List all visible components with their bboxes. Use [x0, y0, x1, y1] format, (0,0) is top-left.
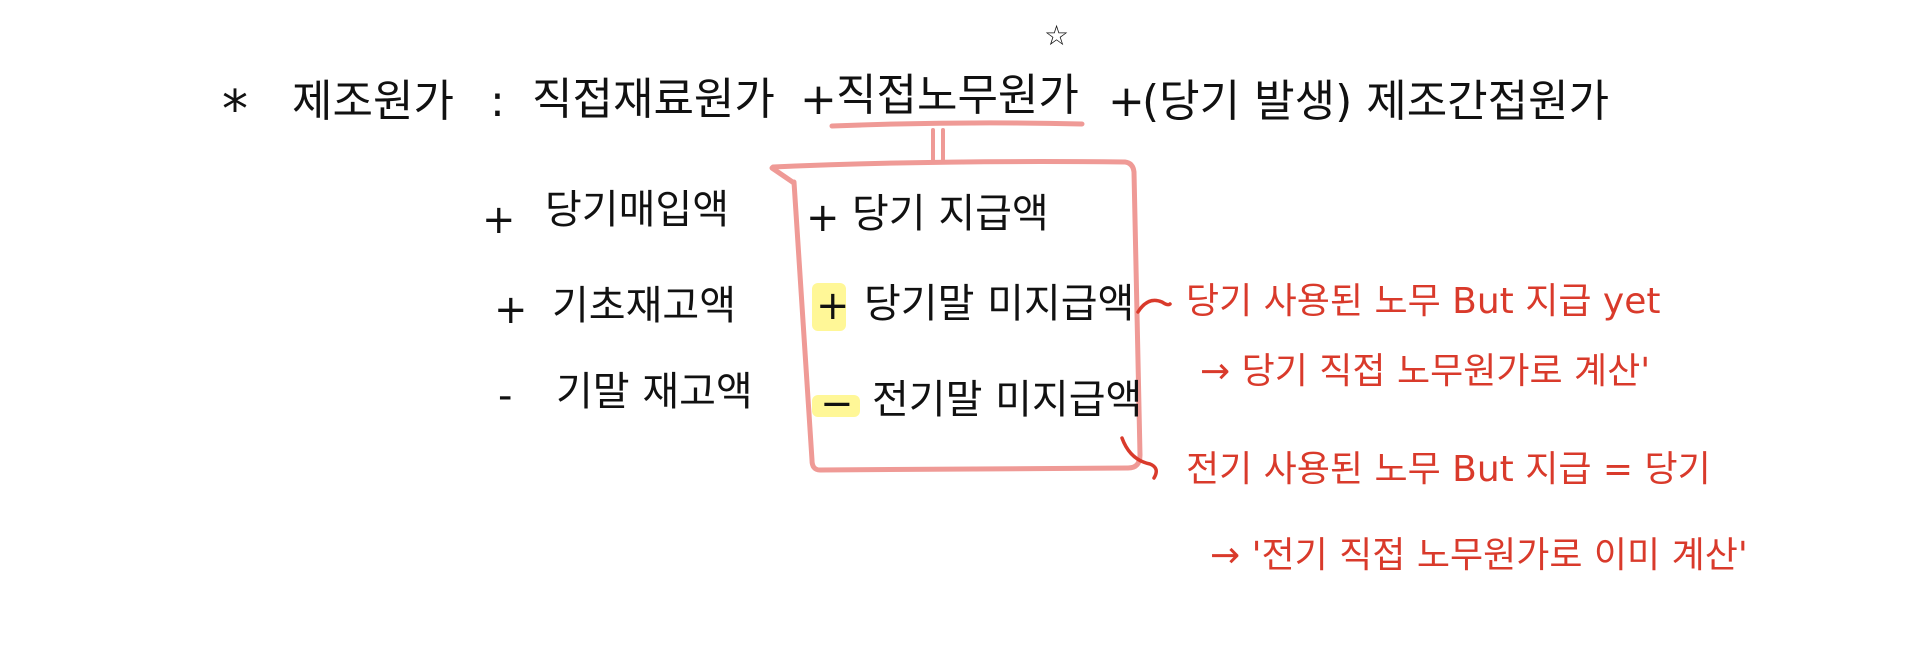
material-sign-2: +: [494, 287, 528, 333]
underline-labor-cost: [829, 120, 1085, 129]
labor-label-3: 전기말 미지급액: [872, 377, 1143, 423]
material-label-3: 기말 재고액: [556, 369, 753, 415]
formula-term-direct-labor: 직접노무원가: [836, 70, 1079, 121]
formula-plus-1: +: [800, 74, 837, 125]
highlight-plus: [812, 283, 846, 331]
material-sign-1: +: [482, 197, 516, 243]
labor-label-2: 당기말 미지급액: [864, 281, 1135, 327]
arrow-note2: [1120, 436, 1158, 480]
note-current-unpaid-line1: 당기 사용된 노무 But 지급 yet: [1186, 281, 1661, 322]
box-top-left: [769, 165, 797, 186]
star-mark: ☆: [1044, 19, 1070, 52]
labor-label-1: 당기 지급액: [852, 191, 1049, 237]
formula-plus-2: +: [1108, 76, 1145, 127]
connector-lines: [931, 128, 945, 162]
formula-term-overhead: (당기 발생) 제조간접원가: [1142, 76, 1610, 127]
formula-colon: :: [490, 76, 505, 127]
labor-breakdown-box: [770, 159, 1143, 473]
note-prior-unpaid-line1: 전기 사용된 노무 But 지급 = 당기: [1186, 449, 1711, 490]
formula-term-direct-material: 직접재료원가: [532, 74, 775, 125]
material-label-1: 당기매입액: [545, 187, 729, 233]
formula-lhs: 제조원가: [292, 76, 454, 127]
labor-sign-2: +: [816, 283, 850, 329]
labor-sign-1: +: [806, 195, 840, 241]
note-current-unpaid-line2: → 당기 직접 노무원가로 계산': [1200, 351, 1651, 392]
highlight-minus: [812, 395, 860, 417]
arrow-note1: [1136, 298, 1172, 314]
material-sign-3: -: [498, 373, 513, 419]
labor-sign-3: −: [820, 381, 854, 427]
material-label-2: 기초재고액: [552, 283, 736, 329]
formula-bullet: *: [222, 80, 248, 140]
note-prior-unpaid-line2: → '전기 직접 노무원가로 이미 계산': [1210, 535, 1748, 576]
